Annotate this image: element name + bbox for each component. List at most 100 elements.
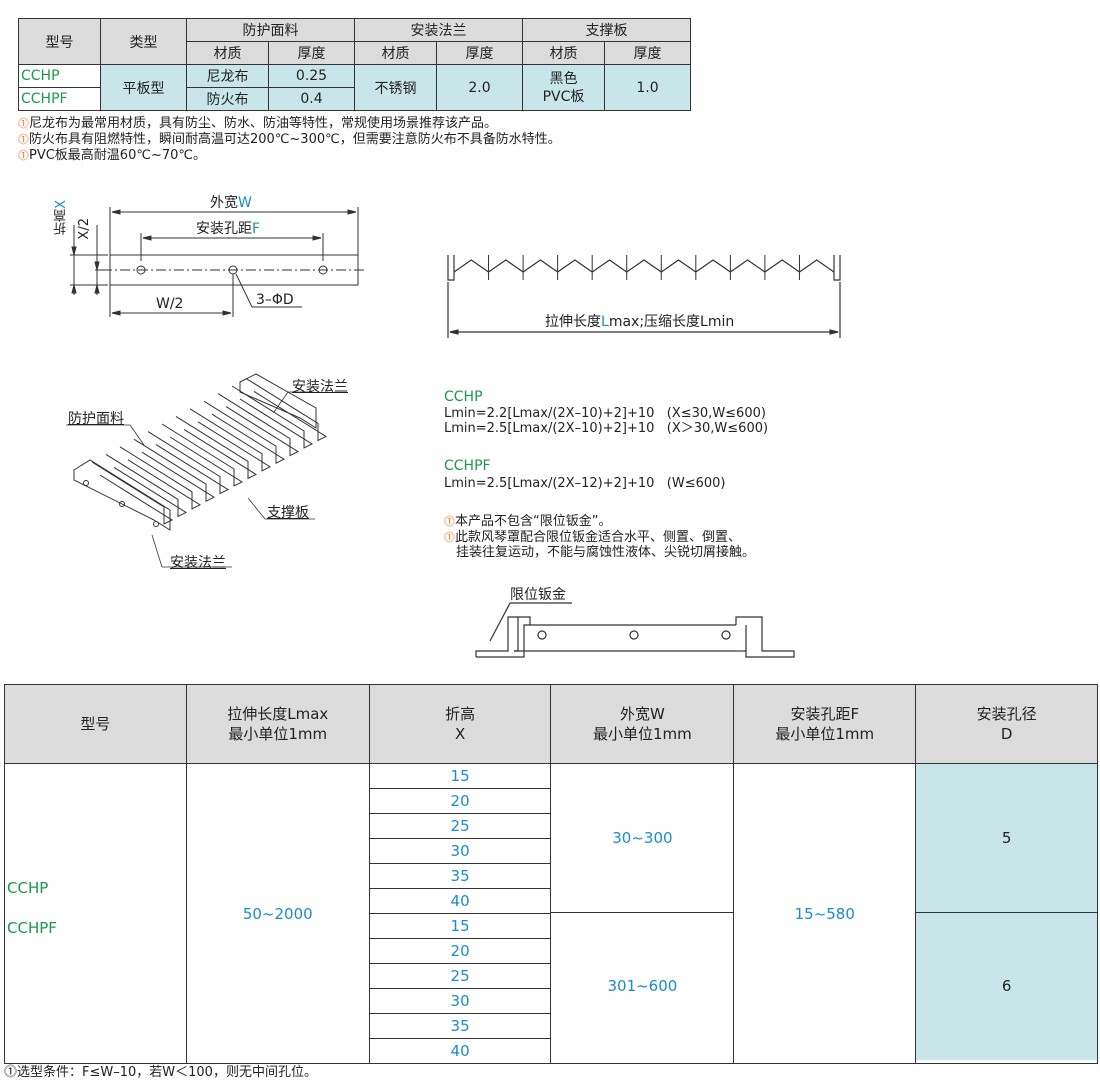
spec-fabric-material: 防火布 [186,87,269,111]
fold-height-value: 15 [369,764,551,789]
flange-hole [83,480,89,486]
flange-plate [73,459,171,531]
spec-fabric-thickness: 0.4 [268,87,355,111]
outer-width-range: 301~600 [607,977,678,995]
header-model: 型号 [4,684,187,764]
spec-fabric-material: 尼龙布 [186,64,269,88]
bellows-fold [175,415,258,480]
fold-height-value: 25 [369,814,551,839]
holes-label: 3–ΦD [256,292,294,308]
note-text: 防火布具有阻燃特性，瞬间耐高温可达200℃~300℃，但需要注意防火布不具备防水… [29,132,561,147]
half-x-label: X/2 [77,218,92,240]
flange-bottom-label: 安装法兰 [170,555,226,571]
note-marker-icon: ⓵ [4,1065,18,1080]
support-label: 支撑板 [267,505,309,521]
fold-height-value: 35 [369,864,551,889]
mid-note-line: ⓵此款风琴罩配合限位钣金适合水平、侧置、倒置、 [444,530,742,545]
bellows-fold [189,408,272,472]
note-marker-icon: ⓵ [18,133,29,146]
spec-header-material: 材质 [186,41,269,65]
bellows-fold [161,423,244,487]
half-w-label: W/2 [156,296,184,312]
bellows-length-diagram [447,255,841,338]
cchpf-formula-title: CCHPF [444,458,491,474]
cchpf-formula-1: Lmin=2.5[Lmax/(2X–12)+2]+10 (W≤600) [444,476,726,491]
spec-header-type: 类型 [100,18,187,65]
outer-width-cell: 30~300 301~600 [550,763,735,1064]
model-cell: CCHP CCHPF [4,763,187,1064]
note-marker-icon: ⓵ [18,149,29,162]
bellows-length-label: 拉伸长度Lmax;压缩长度Lmin [545,314,735,330]
bellows-isometric-diagram [66,373,328,568]
cchp-formula-1: Lmin=2.2[Lmax/(2X–10)+2]+10 (X≤30,W≤600) [444,406,766,421]
spec-fabric-thickness: 0.25 [268,64,355,88]
hole-pitch-cell: 15~580 [733,763,917,1064]
fabric-label: 防护面料 [68,411,124,427]
bellows-fold [203,400,286,465]
bellows-fold [119,446,202,510]
spec-header-thickness: 厚度 [436,41,523,65]
spec-header-thickness: 厚度 [268,41,355,65]
fold-height-value: 40 [450,1042,470,1060]
spec-support-material-line2: PVC板 [542,88,585,105]
fold-height-value: 20 [369,789,551,814]
spec-support-thickness: 1.0 [604,64,691,111]
flange-hole [119,501,125,507]
cchp-formula-2: Lmin=2.5[Lmax/(2X–10)+2]+10 (X＞30,W≤600) [444,421,769,436]
cchp-formula-title: CCHP [444,389,483,405]
flange-hole [153,521,159,527]
outer-width-label: 外宽W [210,195,252,211]
hole-diameter-value: 5 [916,764,1097,913]
fold-height-value: 30 [369,989,551,1014]
spec-header-model: 型号 [18,18,101,65]
bellows-fold [245,377,328,442]
fold-height-value: 40 [369,889,551,914]
spec-support-material-line1: 黑色 [549,70,578,87]
model-cchp: CCHP [7,879,49,897]
spec-header-thickness: 厚度 [604,41,691,65]
bellows-fold [105,453,188,518]
note-marker-icon: ⓵ [18,117,29,130]
hole-diameter-value: 6 [916,913,1097,1060]
fold-height-value: 15 [369,914,551,939]
spec-header-support: 支撑板 [522,18,691,42]
note-line: ⓵PVC板最高耐温60℃~70℃。 [18,148,206,164]
mid-note-line: 挂装往复运动，不能与腐蚀性液体、尖锐切屑接触。 [456,545,756,560]
flange-dimension-diagram [70,207,366,317]
model-cchpf: CCHPF [7,919,57,937]
spec-header-flange: 安装法兰 [354,18,523,42]
spec-header-material: 材质 [354,41,437,65]
bellows-fold [217,393,300,457]
fold-height-value: 30 [369,839,551,864]
bellows-fold [231,385,314,449]
bellows-fold [147,431,230,495]
flange-top-label: 安装法兰 [292,379,348,395]
mid-note-line: ⓵本产品不包含“限位钣金”。 [444,514,612,529]
limit-sheet-diagram [475,602,795,658]
note-marker-icon: ⓵ [444,531,455,544]
spec-header-fabric: 防护面料 [186,18,355,42]
note-text: 尼龙布为最常用材质，具有防尘、防水、防油等特性，常规使用场景推荐该产品。 [29,116,498,131]
spec-model-cell: CCHPF [18,87,101,111]
note-marker-icon: ⓵ [444,515,455,528]
fold-height-label: 折高X [54,200,69,235]
note-text: PVC板最高耐温60℃~70℃。 [29,148,206,163]
spec-flange-material: 不锈钢 [354,64,437,111]
fold-height-value: 25 [369,964,551,989]
note-line: ⓵尼龙布为最常用材质，具有防尘、防水、防油等特性，常规使用场景推荐该产品。 [18,116,497,132]
flange-plate [239,373,317,429]
hole-diameter-cell: 5 6 [915,763,1098,1064]
hole-pitch-label: 安装孔距F [196,221,261,237]
spec-table: 型号 类型 防护面料 安装法兰 支撑板 材质 厚度 材质 厚度 材质 厚度 CC… [18,18,691,111]
selection-condition-note: ⓵选型条件：F≤W–10，若W＜100，则无中间孔位。 [4,1065,317,1080]
spec-model-cell: CCHP [18,64,101,88]
note-line: ⓵防火布具有阻燃特性，瞬间耐高温可达200℃~300℃，但需要注意防火布不具备防… [18,132,561,148]
